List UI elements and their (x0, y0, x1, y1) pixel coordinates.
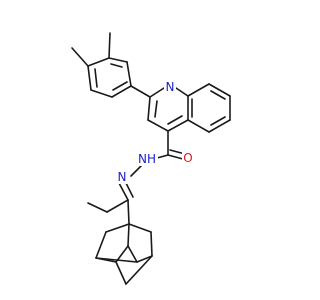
bond (126, 61, 132, 87)
bond (87, 202, 108, 213)
bond (71, 47, 89, 67)
svg-text:NH: NH (138, 152, 156, 166)
bond (110, 63, 123, 68)
bond (136, 255, 153, 263)
bond (94, 68, 98, 88)
bond (87, 65, 92, 91)
bond (175, 87, 189, 97)
bond (128, 223, 152, 233)
bond (90, 89, 113, 98)
bond (87, 57, 110, 67)
bond (208, 83, 231, 97)
bond (115, 261, 127, 285)
svg-text:N: N (166, 80, 175, 94)
bond (208, 119, 231, 133)
molecule-structure: N NH N O (71, 32, 231, 285)
bond (112, 81, 128, 91)
bond (210, 90, 226, 100)
bond (95, 231, 107, 259)
bond (156, 154, 169, 159)
atom-nitrogen-amide: NH (136, 152, 158, 166)
svg-text:O: O (183, 151, 192, 165)
svg-text:N: N (118, 170, 127, 184)
bond (130, 165, 142, 177)
atom-nitrogen-imine: N (116, 170, 128, 184)
bond (167, 154, 184, 160)
atom-nitrogen-quinoline: N (164, 80, 176, 94)
bond (167, 119, 189, 132)
bond (115, 245, 129, 263)
molecule-canvas: N NH N O (71, 32, 231, 285)
bond (108, 32, 111, 59)
bond (187, 83, 210, 97)
bond (147, 119, 169, 132)
bond (125, 255, 153, 285)
bond (108, 57, 128, 63)
bond (111, 85, 132, 98)
bond (106, 199, 129, 213)
bond (127, 223, 130, 247)
bond (147, 96, 151, 121)
bond (127, 199, 130, 225)
atom-labels: N NH N O (116, 80, 194, 184)
bond (95, 257, 138, 263)
bond (210, 116, 226, 126)
bond (130, 85, 151, 98)
bond (154, 100, 158, 118)
atom-oxygen: O (182, 151, 194, 165)
bonds (71, 32, 231, 285)
bond (187, 119, 210, 133)
bond (149, 87, 165, 98)
bond (150, 231, 153, 257)
bond (118, 182, 129, 201)
bond (167, 115, 183, 125)
bond (127, 245, 138, 263)
bond (105, 223, 130, 233)
